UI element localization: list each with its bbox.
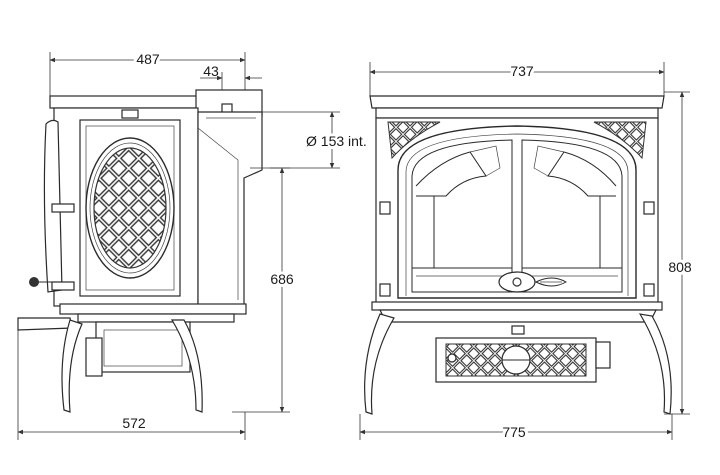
- flue-diameter-label: Ø 153 int.: [306, 133, 367, 149]
- side-depth-label: 487: [136, 51, 160, 67]
- front-height-label: 808: [668, 259, 692, 275]
- side-height-label: 686: [270, 271, 294, 287]
- flue-offset-label: 43: [203, 63, 219, 79]
- front-total-width-label: 775: [502, 424, 526, 440]
- front-width-label: 737: [510, 63, 534, 79]
- front-view: 737 808 775: [359, 60, 695, 443]
- side-view: 487 43 Ø 153 int. 686 572: [17, 48, 370, 440]
- side-total-depth-label: 572: [122, 415, 146, 431]
